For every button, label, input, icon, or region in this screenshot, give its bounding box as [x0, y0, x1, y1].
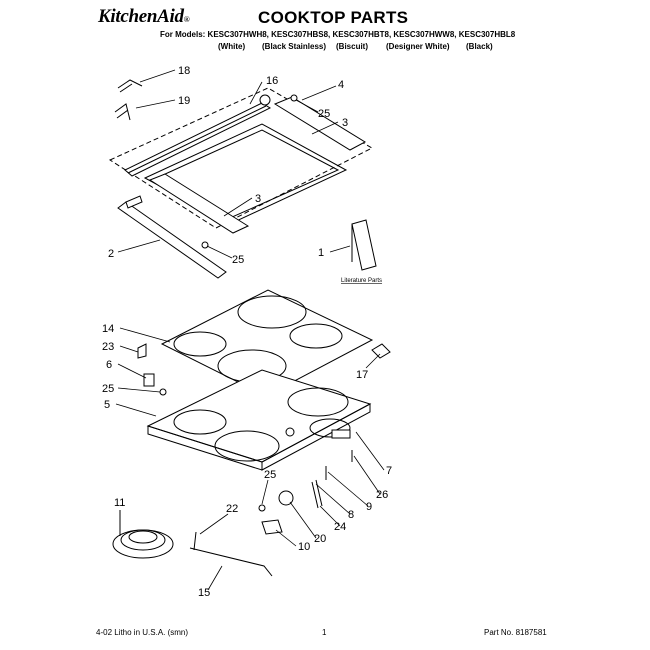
callout-25-left: 25	[102, 383, 114, 395]
callout-17: 17	[356, 369, 368, 381]
callout-14: 14	[102, 323, 114, 335]
footer-litho: 4-02 Litho in U.S.A. (smn)	[96, 628, 189, 637]
frame-dashed-outline	[108, 87, 374, 229]
front-trim	[117, 201, 227, 279]
color-designer-white: (Designer White)	[386, 42, 450, 51]
base-pan	[146, 369, 372, 463]
clip-icon	[137, 343, 147, 359]
callout-25-top: 25	[318, 108, 330, 120]
rear-trim-edge	[127, 105, 267, 174]
models-line: For Models: KESC307HWH8, KESC307HBS8, KE…	[160, 30, 516, 39]
callout-19: 19	[178, 95, 190, 107]
callout-23: 23	[102, 341, 114, 353]
callout-1: 1	[318, 247, 324, 259]
callout-6: 6	[106, 359, 112, 371]
side-trim-front	[148, 173, 250, 234]
screw-icon	[201, 241, 209, 249]
color-white: (White)	[218, 42, 246, 51]
callout-3-top: 3	[342, 117, 348, 129]
callout-18: 18	[178, 65, 190, 77]
element-opening	[173, 409, 227, 435]
callout-25-bottom: 25	[264, 469, 276, 481]
callout-9: 9	[366, 501, 372, 513]
screw-icon	[159, 388, 167, 396]
callout-labels: 18 19 16 4 25 3 3 2 25 1 14 23 6 25 5 17…	[102, 65, 392, 599]
callout-10: 10	[298, 541, 310, 553]
color-biscuit: (Biscuit)	[336, 42, 368, 51]
burner-outline	[289, 323, 343, 349]
clip-icon	[371, 343, 391, 359]
trim-end-cap	[259, 94, 271, 106]
clip-icon	[114, 103, 131, 121]
color-black: (Black)	[466, 42, 493, 51]
element-opening	[287, 387, 349, 417]
callout-20: 20	[314, 533, 326, 545]
sensor-icon	[311, 479, 323, 509]
indicator-light	[285, 427, 295, 437]
frame-inner	[143, 123, 348, 225]
burner-outline	[173, 331, 227, 357]
callout-7: 7	[386, 465, 392, 477]
callout-15: 15	[198, 587, 210, 599]
frame-assembly	[108, 79, 374, 279]
page-title: COOKTOP PARTS	[258, 8, 409, 27]
callout-3-front: 3	[255, 193, 261, 205]
side-trim-right	[273, 96, 367, 151]
footer-part-number: Part No. 8187581	[484, 628, 547, 637]
color-black-stainless: (Black Stainless)	[262, 42, 327, 51]
knob-icon	[261, 519, 283, 535]
surface-element	[112, 510, 174, 559]
bracket-icon	[143, 373, 155, 387]
callout-26: 26	[376, 489, 388, 501]
element-coil	[120, 529, 166, 551]
callout-11: 11	[114, 497, 125, 509]
callout-16: 16	[266, 75, 278, 87]
terminal-block	[331, 429, 351, 439]
element-coil	[128, 530, 158, 544]
callout-25-frame: 25	[232, 254, 244, 266]
clip-icon	[117, 79, 143, 93]
leader-lines	[115, 69, 385, 591]
element-opening	[309, 418, 351, 438]
wire-harness	[189, 531, 273, 577]
literature-parts	[351, 219, 377, 271]
callout-8: 8	[348, 509, 354, 521]
screw-icon	[258, 504, 266, 512]
lower-hardware	[258, 429, 353, 535]
callout-5: 5	[104, 399, 110, 411]
cooktop-base	[146, 369, 372, 471]
screw-icon	[290, 94, 298, 102]
callout-2: 2	[108, 248, 114, 260]
base-pan-side	[261, 403, 371, 471]
element-coil	[112, 529, 174, 559]
element-opening	[214, 430, 280, 462]
brand-logo: KitchenAid®	[98, 6, 190, 27]
footer-page-number: 1	[322, 628, 327, 637]
left-hardware	[137, 343, 167, 396]
literature-booklet	[351, 219, 377, 271]
callout-4: 4	[338, 79, 344, 91]
glass-cooktop	[160, 289, 374, 397]
callout-22: 22	[226, 503, 238, 515]
switch-icon	[278, 490, 294, 506]
front-trim-end	[125, 195, 143, 209]
burner-outline	[237, 295, 307, 329]
callout-24: 24	[334, 521, 346, 533]
literature-label: Literature Parts	[341, 278, 382, 284]
